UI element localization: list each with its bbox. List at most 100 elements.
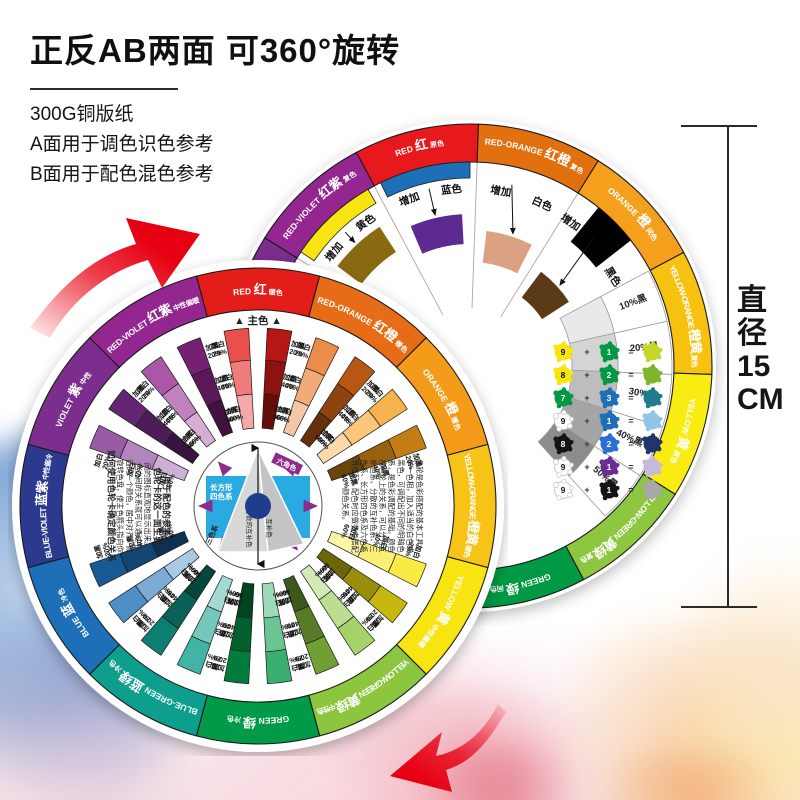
mix-arrow xyxy=(428,188,437,216)
formula-result xyxy=(642,387,663,409)
shade-wedge-orange xyxy=(327,454,365,482)
svg-text:等搭配，配色时应做参考搭配: 等搭配，配色时应做参考搭配 xyxy=(350,459,359,552)
title-underline xyxy=(30,88,178,90)
mix-arrow xyxy=(509,184,516,235)
svg-text:1: 1 xyxy=(607,462,612,472)
formula-part-a: 9 xyxy=(553,455,574,478)
center-diagram: 长方形四色系六角色三色系分散的互补色互补色 xyxy=(193,441,323,571)
spec-line-side-b: B面用于配色混色参考 xyxy=(30,164,214,185)
equals-sign: = xyxy=(628,462,633,472)
svg-text:用于配色的参考: 用于配色的参考 xyxy=(162,475,173,537)
tint-wedge-red-violet xyxy=(184,411,217,448)
tint-wedge-red xyxy=(236,393,255,430)
svg-text:系，是色彩调配的基础。颜色: 系，是色彩调配的基础。颜色 xyxy=(387,459,396,552)
plus-sign: + xyxy=(584,393,589,403)
center-dot xyxy=(245,493,271,519)
equals-sign: = xyxy=(628,439,633,449)
svg-text:9: 9 xyxy=(561,347,566,357)
formula-result xyxy=(642,433,663,455)
spec-line-paper: 300G铜版纸 xyxy=(30,104,134,125)
diameter-cap-top xyxy=(681,125,757,127)
svg-text:选的一个颜色，居中对齐，颜: 选的一个颜色，居中对齐，颜 xyxy=(125,459,134,552)
front-ring-segment-red-violet xyxy=(88,275,208,369)
svg-text:9: 9 xyxy=(561,416,566,426)
svg-text:2: 2 xyxy=(607,439,612,449)
shade-wedge-yellow-green xyxy=(282,575,310,613)
plus-sign: + xyxy=(584,347,589,357)
formula-result xyxy=(642,410,663,432)
formula-part-a: 9 xyxy=(553,341,574,363)
split-complement-label: 分散的互补色 xyxy=(245,509,254,549)
shade-wedge-blue xyxy=(151,530,189,558)
formula-part-b: 2 xyxy=(599,364,620,386)
svg-text:颜色关系。: 颜色关系。 xyxy=(341,488,350,524)
shade-wedge-green xyxy=(236,582,255,619)
shade-wedge-red-orange xyxy=(299,411,332,448)
diameter-unit: CM xyxy=(737,383,784,416)
header: 正反AB两面 可360°旋转 300G铜版纸 A面用于调色识色参考 B面用于配色… xyxy=(30,24,400,190)
formula-part-b: 1 xyxy=(599,341,620,363)
svg-text:单一色相，加入适当的白色或: 单一色相，加入适当的白色或 xyxy=(406,459,415,552)
tetrad-label: 长方形四色系 xyxy=(210,482,233,501)
rotate-arrow-bottom-right xyxy=(390,704,506,792)
svg-text:1: 1 xyxy=(607,347,612,357)
svg-text:在色轮上的关系，可以分为互: 在色轮上的关系，可以分为互 xyxy=(378,459,387,552)
svg-text:黑色，可调配出不同的明暗色: 黑色，可调配出不同的明暗色 xyxy=(396,459,405,552)
page-title: 正反AB两面 可360°旋转 xyxy=(30,32,401,69)
arrow-shape xyxy=(30,218,200,338)
formula-part-b: 1 xyxy=(599,479,620,501)
ring-label-green: GREEN 绿 冷色 xyxy=(226,714,289,730)
diameter-value: 15 xyxy=(737,350,771,383)
add-strip xyxy=(300,188,377,262)
svg-text:1: 1 xyxy=(607,416,612,426)
instruction-left: 用于配色的参考色轮卡的这一面主要间的图标直观地显示出来。色之间的关系就可以通过中… xyxy=(106,450,172,562)
main-color-marker: ▲ 主色 ▲ xyxy=(234,314,282,327)
tint-wedge-blue xyxy=(163,547,200,580)
arrow-shape xyxy=(390,704,506,792)
zone-divider xyxy=(500,192,579,318)
hexad-marker xyxy=(198,499,213,513)
rotate-arrow-top-left xyxy=(30,218,200,338)
svg-text:色之间的关系就可以通过中: 色之间的关系就可以通过中 xyxy=(134,463,143,549)
formula-part-b: 1 xyxy=(599,456,620,478)
formula-result xyxy=(642,456,663,478)
tint-wedge-yellow-green xyxy=(299,564,332,601)
tint-wedge-red-orange xyxy=(282,399,310,437)
zone-divider xyxy=(471,162,478,309)
add-label: 增加 xyxy=(489,183,512,199)
shade-wedge-red-violet xyxy=(206,399,234,437)
formula-part-a: 9 xyxy=(553,409,574,432)
svg-text:色轮卡的这一面主要: 色轮卡的这一面主要 xyxy=(152,467,163,545)
formula-part-a: 7 xyxy=(553,387,574,409)
svg-text:2: 2 xyxy=(607,370,612,380)
add-strip-black xyxy=(570,207,631,268)
plus-sign: + xyxy=(584,370,589,380)
formula-part-b: 3 xyxy=(599,387,620,409)
equals-sign: = xyxy=(628,347,633,357)
mix-arrow xyxy=(559,237,595,286)
svg-text:9: 9 xyxy=(561,485,566,495)
tint-wedge-violet xyxy=(151,454,189,482)
plus-sign: + xyxy=(584,439,589,449)
mix-arrow xyxy=(344,231,356,244)
formula-result xyxy=(642,364,663,386)
formula-part-a: 8 xyxy=(553,433,574,455)
tint-wedge-yellow xyxy=(327,530,365,558)
result-swatch-red xyxy=(410,214,464,254)
add-strip xyxy=(380,161,471,198)
svg-text:1: 1 xyxy=(607,485,612,495)
svg-text:3: 3 xyxy=(607,393,612,403)
equals-sign: = xyxy=(628,416,633,426)
spec-line-side-a: A面用于调色识色参考 xyxy=(30,134,214,155)
svg-text:补色系、分散的互补色系、三: 补色系、分散的互补色系、三 xyxy=(369,459,378,552)
equals-sign: = xyxy=(628,370,633,380)
plus-sign: + xyxy=(584,485,589,495)
diameter-label: 直 径 15 CM xyxy=(737,284,797,416)
formula-part-b: 1 xyxy=(599,410,620,432)
formula-result xyxy=(642,479,663,501)
svg-text:8: 8 xyxy=(561,370,566,380)
diameter-line xyxy=(727,125,729,608)
diameter-cap-bottom xyxy=(681,606,757,608)
